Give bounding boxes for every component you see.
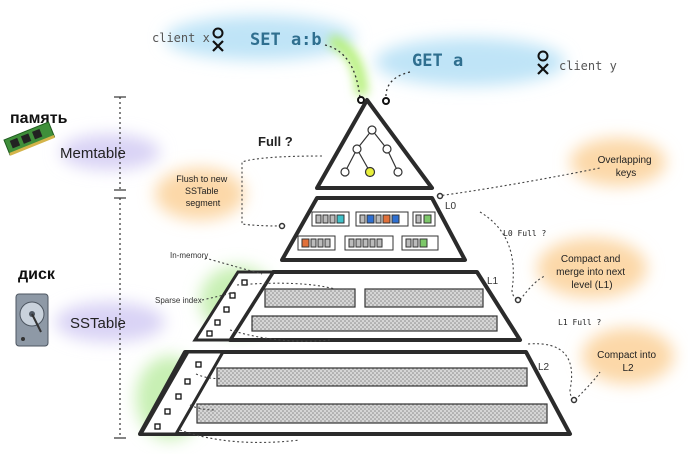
overlapping-note: Overlapping keys <box>598 155 655 179</box>
memory-title: память <box>10 110 68 127</box>
new-key-node <box>364 166 376 178</box>
person-icon <box>537 50 549 75</box>
l1-connector-dot <box>514 296 522 304</box>
compact-merge-line-3: level (L1) <box>571 280 612 291</box>
overlapping-note-line-2: keys <box>616 168 637 179</box>
disk-section: диск SSTable <box>15 266 126 347</box>
person-icon <box>212 27 224 52</box>
section-brackets <box>114 96 126 439</box>
ram-stick-icon <box>3 121 56 156</box>
sparse-index-label: Sparse index <box>155 296 202 305</box>
flush-note-line-3: segment <box>186 198 221 208</box>
client-y-label: client y <box>559 59 617 73</box>
flush-note-line-1: Flush to new <box>176 174 228 184</box>
l1-sstable-2 <box>364 288 484 308</box>
flush-connector-dot <box>278 222 286 230</box>
get-command: GET a <box>412 51 463 71</box>
compact-l2-line-2: L2 <box>622 363 634 374</box>
l1-index-entries <box>206 279 248 337</box>
overlapping-note-line-1: Overlapping <box>598 155 652 166</box>
client-x: client x SET a:b <box>152 27 322 52</box>
flush-note-line-2: SSTable <box>185 186 219 196</box>
pyramid: L0 L1 L2 <box>138 98 572 436</box>
l2-index-entries <box>154 361 202 430</box>
compact-l2-line-1: Compact into <box>597 350 656 361</box>
l1-full-question: L1 Full ? <box>558 318 602 327</box>
l0-full-question: L0 Full ? <box>503 229 547 238</box>
full-question: Full ? <box>258 134 293 149</box>
in-memory-label: In-memory <box>170 251 208 260</box>
l0-sstables <box>297 211 439 251</box>
compact-merge-line-2: merge into next <box>556 267 625 278</box>
request-paths <box>324 44 411 105</box>
memtable-tree <box>340 125 403 178</box>
client-x-label: client x <box>152 31 210 45</box>
memory-section: память Memtable <box>3 110 126 162</box>
compact-merge-note: Compact and merge into next level (L1) <box>556 254 628 291</box>
set-command: SET a:b <box>250 30 322 50</box>
l1-sstable-3 <box>251 315 498 332</box>
connectors <box>179 155 601 443</box>
hard-drive-icon <box>15 293 49 347</box>
l2-sstable-2 <box>196 403 548 424</box>
flush-note: Flush to new SSTable segment <box>176 174 230 208</box>
level-0-label: L0 <box>445 201 457 212</box>
compact-l2-note: Compact into L2 <box>597 350 659 374</box>
memtable-triangle <box>315 98 434 190</box>
level-1-label: L1 <box>487 276 499 287</box>
disk-title: диск <box>18 266 56 283</box>
level-0-layer <box>280 196 467 262</box>
client-y: GET a client y <box>412 50 617 75</box>
level-2-label: L2 <box>538 362 550 373</box>
l2-sparse-index <box>138 350 226 436</box>
overlap-connector-dot <box>436 192 444 200</box>
compact-merge-line-1: Compact and <box>561 254 620 265</box>
l1-sstable-1 <box>264 288 356 308</box>
l2-connector-dot <box>570 396 578 404</box>
sstable-label: SSTable <box>70 315 126 332</box>
memtable-label: Memtable <box>60 145 126 162</box>
l2-sstable-1 <box>216 367 528 387</box>
notes: Full ? Flush to new SSTable segment Over… <box>155 134 659 374</box>
